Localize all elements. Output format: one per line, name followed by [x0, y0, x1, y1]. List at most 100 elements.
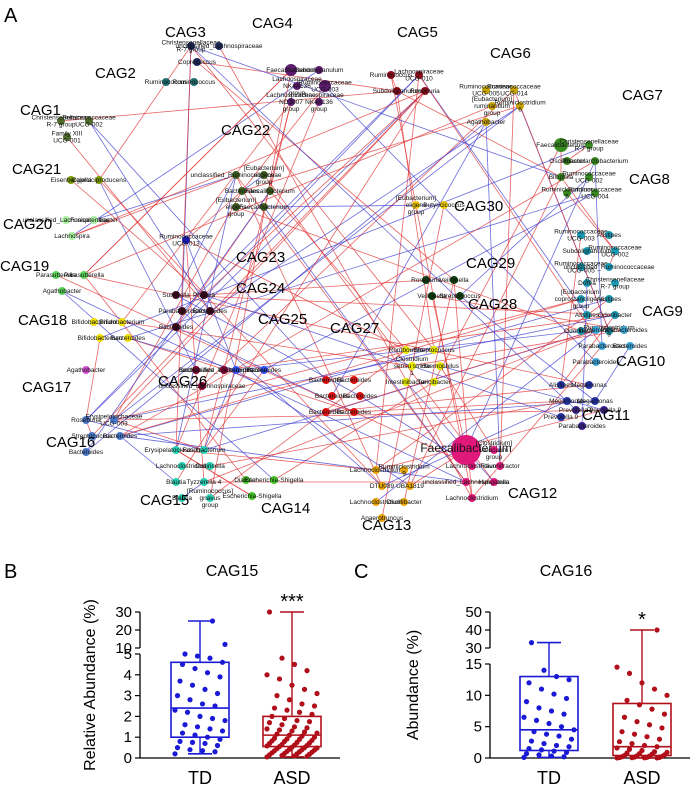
network-node [198, 382, 206, 390]
data-point [264, 672, 270, 678]
negative-edge [418, 74, 588, 316]
data-point [174, 693, 181, 699]
network-node [600, 406, 608, 414]
data-point [528, 738, 535, 744]
positive-edge [431, 295, 467, 451]
data-point [309, 749, 315, 755]
negative-edge [459, 295, 596, 402]
positive-edge [113, 419, 205, 451]
data-point [538, 747, 545, 753]
node-label: Bifidobacterium [72, 319, 117, 326]
data-point [279, 752, 285, 759]
data-point [619, 729, 625, 735]
data-point [629, 755, 635, 761]
box [612, 702, 672, 757]
positive-edge [325, 384, 590, 413]
data-point [309, 737, 315, 743]
data-point [284, 736, 290, 742]
node-label: Lachnoclostridium [350, 467, 402, 474]
data-point [279, 655, 285, 661]
data-point [264, 726, 270, 732]
positive-edge [70, 179, 205, 296]
positive-edge [185, 190, 243, 241]
network-node [402, 346, 410, 354]
data-point [199, 701, 206, 707]
y-axis-label: Abundance (%) [405, 630, 422, 740]
positive-edge [175, 449, 377, 471]
data-point [558, 724, 565, 730]
node-label: Dorea [578, 280, 596, 287]
positive-edge [325, 329, 597, 413]
network-node [592, 326, 600, 334]
box [519, 675, 579, 752]
data-point [654, 744, 660, 750]
positive-edge [91, 90, 426, 437]
node-label: Escherichia-Shigella [223, 493, 282, 500]
network-node [598, 342, 606, 350]
node-label: Roseburia [410, 88, 440, 95]
node-label: Collinsella [195, 463, 225, 470]
positive-edge [513, 89, 610, 332]
network-node [591, 189, 599, 197]
negative-edge [85, 419, 205, 451]
data-point [219, 728, 226, 734]
y-tick-label: 5 [124, 646, 132, 663]
data-point [553, 742, 560, 749]
node-label: Bifidobacterium [100, 319, 145, 326]
network-node [82, 416, 90, 424]
positive-edge [71, 174, 237, 237]
negative-edge [85, 121, 487, 453]
y-tick-label: 2 [124, 708, 132, 725]
node-label: Blautia [172, 495, 192, 502]
negative-edge [181, 310, 383, 487]
data-point [536, 705, 542, 711]
network-node [430, 346, 438, 354]
cag-label: CAG11 [582, 407, 630, 424]
data-point [538, 686, 545, 692]
network-node [90, 216, 98, 224]
negative-edge [127, 337, 237, 371]
data-point [614, 755, 620, 761]
data-point [526, 746, 532, 752]
data-point [659, 753, 665, 760]
box [170, 661, 230, 739]
node-label: Dialister [234, 477, 258, 484]
positive-edge [113, 90, 426, 421]
data-point [641, 755, 648, 761]
cag-label: CAG28 [468, 296, 517, 313]
data-point [526, 680, 532, 686]
data-point [644, 734, 650, 740]
data-point [204, 670, 211, 676]
network-node [408, 362, 416, 370]
data-point [276, 727, 283, 733]
node-label: Bacteroides [111, 335, 146, 342]
network-node [554, 138, 568, 152]
data-point [274, 746, 280, 752]
positive-edge [203, 329, 597, 483]
network-node [400, 498, 408, 506]
data-point [214, 742, 221, 749]
positive-edge [375, 298, 610, 471]
cag-label: CAG27 [330, 320, 379, 337]
data-point [639, 747, 645, 754]
network-node [356, 392, 364, 400]
node-label: Lachnoclostridium [446, 495, 498, 502]
cag-label: CAG10 [616, 353, 665, 370]
data-point [656, 736, 663, 742]
data-point [636, 751, 643, 757]
data-point [541, 740, 547, 747]
node-label: Bacteroides [219, 367, 254, 374]
data-point [217, 736, 223, 742]
y-tick-label: 40 [465, 622, 482, 639]
data-point [634, 719, 640, 725]
data-point [177, 738, 183, 744]
network-node [516, 102, 524, 110]
network-node [206, 462, 214, 470]
